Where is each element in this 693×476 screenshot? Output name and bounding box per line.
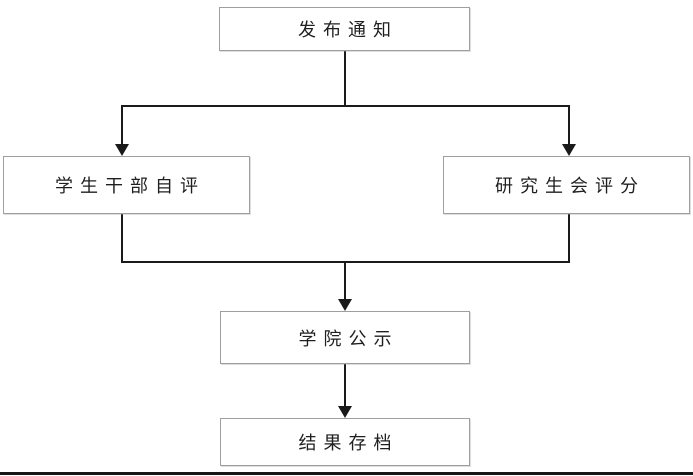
connector-publicity-archive [344,364,346,408]
node-label-graduate-union-scoring: 研究生会评分 [495,176,645,196]
connector-merge-right [568,214,570,261]
flow-node-graduate-union-scoring: 研究生会评分 [443,156,690,214]
arrowhead-to-publicity [338,299,352,311]
node-label-result-archiving: 结果存档 [298,433,399,453]
connector-merge-stem [344,261,346,301]
node-label-publish-notice: 发布通知 [298,20,398,40]
flow-node-result-archiving: 结果存档 [220,418,470,466]
page-bottom-edge [0,472,693,475]
connector-branch-left [121,105,123,145]
node-label-college-publicity: 学院公示 [298,328,399,349]
arrowhead-to-self-evaluation [115,144,129,156]
arrowhead-to-archive [338,406,352,418]
connector-publish-stem [344,51,346,105]
connector-merge-left [121,214,123,261]
flow-node-student-cadre-self-evaluation: 学生干部自评 [3,156,250,214]
arrowhead-to-union-scoring [562,144,576,156]
node-label-student-cadre-self-evaluation: 学生干部自评 [55,176,205,196]
flow-node-publish-notice: 发布通知 [219,7,470,51]
connector-branch-horizontal [121,105,570,107]
connector-branch-right [568,105,570,145]
flow-node-college-publicity: 学院公示 [220,311,470,364]
